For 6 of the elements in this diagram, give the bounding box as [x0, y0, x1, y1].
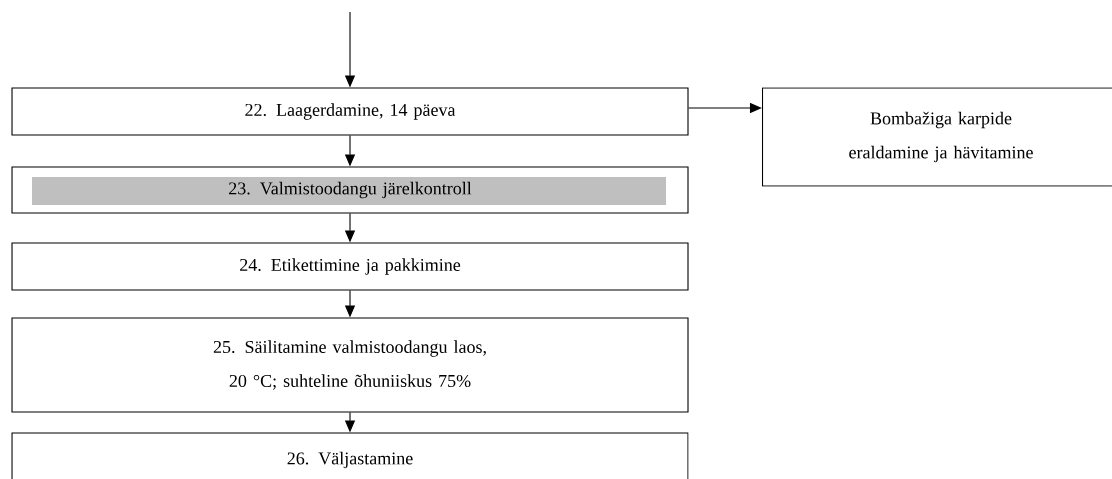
process-box: 24. Etikettimine ja pakkimine — [11, 242, 689, 291]
process-box: 26. Väljastamine — [11, 432, 689, 479]
process-box: 23. Valmistoodangu järelkontroll — [11, 166, 689, 214]
process-box: 25. Säilitamine valmistoodangu laos, 20 °C; suhteline õhuniiskus 75% — [11, 317, 689, 413]
process-box: 22. Laagerdamine, 14 päeva — [11, 87, 689, 136]
process-box: Bombažiga karpide eraldamine ja hävitamine — [761, 87, 1112, 187]
